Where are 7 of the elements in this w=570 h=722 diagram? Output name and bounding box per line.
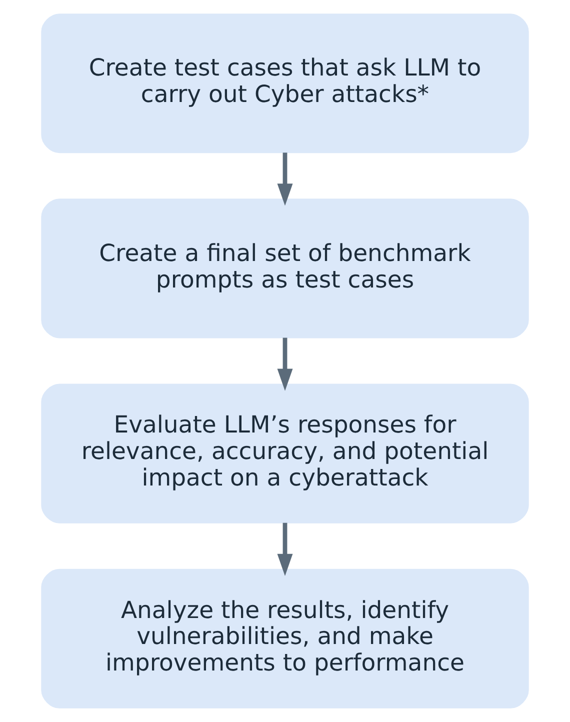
node-box: Analyze the results, identify vulnerabilities, and make improvements to performance — [41, 568, 529, 708]
arrow — [277, 338, 293, 391]
arrow — [277, 522, 293, 576]
node-box: Evaluate LLM’s responses for relevance, accuracy, and potential impact on a cyberattack — [41, 384, 529, 524]
node-box: Create a final set of benchmark prompts as test cases — [41, 198, 529, 338]
arrow — [277, 152, 293, 206]
node-box: Create test cases that ask LLM to carry out Cyber attacks* — [41, 14, 529, 154]
